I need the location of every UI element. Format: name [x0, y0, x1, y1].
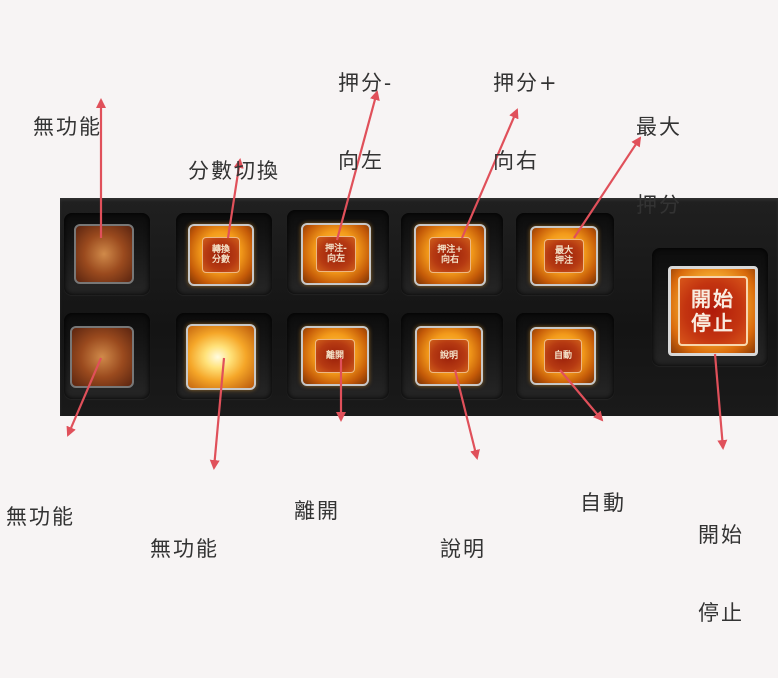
- max-bet-face: 最大 押注: [544, 238, 584, 274]
- arrow-bet-minus: [335, 90, 380, 241]
- max-bet-face-line2: 押注: [554, 256, 573, 266]
- arrow-score-switch: [226, 158, 244, 239]
- score-switch-face: 轉換 分數: [202, 237, 240, 273]
- callout-arrows: [66, 90, 728, 470]
- arrow-max-bet: [573, 136, 642, 239]
- label-auto-text: 自動: [580, 491, 626, 515]
- max-bet-button[interactable]: 最大 押注: [530, 226, 598, 286]
- auto-button[interactable]: 自動: [530, 327, 596, 385]
- label-bottom-second-text: 無功能: [150, 537, 219, 561]
- arrow-help: [453, 369, 480, 460]
- label-leave: 離開: [294, 446, 340, 576]
- label-bet-plus-line1: 押分+: [493, 71, 559, 95]
- max-bet-face-line1: 最大: [554, 246, 573, 256]
- bet-plus-right-button[interactable]: 押注+ 向右: [414, 224, 486, 286]
- label-bet-minus: 押分- 向左: [338, 18, 393, 226]
- leave-face: 離開: [315, 338, 355, 374]
- arrow-auto: [559, 369, 604, 422]
- start-stop-face: 開始 停止: [678, 276, 748, 346]
- label-start-stop-line1: 開始: [698, 523, 744, 547]
- label-bet-minus-line2: 向左: [338, 149, 384, 173]
- label-auto: 自動: [580, 438, 626, 568]
- bet-plus-face: 押注+ 向右: [429, 237, 471, 273]
- score-switch-face-line1: 轉換: [211, 245, 230, 255]
- label-start-stop-line2: 停止: [698, 601, 744, 625]
- label-bet-plus-line2: 向右: [493, 149, 539, 173]
- bet-minus-face-line1: 押注-: [325, 244, 347, 254]
- label-leave-text: 離開: [294, 499, 340, 523]
- help-face: 說明: [429, 338, 469, 374]
- label-score-switch-text: 分數切換: [188, 159, 280, 183]
- label-help-text: 說明: [440, 537, 486, 561]
- unused-button-bottom-left[interactable]: [70, 326, 134, 388]
- label-bottom-second: 無功能: [150, 484, 219, 614]
- help-face-label: 說明: [439, 351, 458, 361]
- arrow-bet-plus: [460, 108, 519, 239]
- arrow-bottom-second: [209, 357, 226, 470]
- label-bottom-far-left-text: 無功能: [6, 505, 75, 529]
- bet-minus-left-button[interactable]: 押注- 向左: [301, 223, 371, 285]
- label-bet-plus: 押分+ 向右: [493, 18, 559, 226]
- score-switch-button[interactable]: 轉換 分數: [188, 224, 254, 286]
- label-bet-minus-line1: 押分-: [338, 71, 394, 95]
- label-top-far-left: 無功能: [33, 62, 102, 192]
- label-top-far-left-text: 無功能: [33, 115, 102, 139]
- label-max-bet-line2: 押分: [636, 193, 682, 217]
- arrow-bottom-far-left: [66, 357, 103, 437]
- start-stop-button[interactable]: 開始 停止: [668, 266, 758, 356]
- start-stop-face-line2: 停止: [690, 310, 735, 335]
- auto-face-label: 自動: [553, 351, 572, 361]
- control-panel-diagram: 轉換 分數 押注- 向左 押注+ 向右 最大 押注 離開 說明: [6, 18, 778, 625]
- arrow-start-stop: [713, 353, 728, 450]
- label-bottom-far-left: 無功能: [6, 452, 75, 582]
- bet-minus-face: 押注- 向左: [315, 236, 357, 272]
- label-start-stop: 開始 停止: [698, 470, 744, 678]
- bet-plus-face-line1: 押注+: [437, 245, 463, 255]
- unused-button-top-left[interactable]: [74, 224, 134, 284]
- label-help: 說明: [440, 484, 486, 614]
- leave-button[interactable]: 離開: [301, 326, 369, 386]
- help-button[interactable]: 說明: [415, 326, 483, 386]
- label-score-switch: 分數切換: [188, 106, 280, 236]
- start-stop-face-line1: 開始: [690, 286, 735, 311]
- label-max-bet-line1: 最大: [636, 115, 682, 139]
- score-switch-face-line2: 分數: [211, 255, 230, 265]
- bet-plus-face-line2: 向右: [440, 255, 459, 265]
- label-max-bet: 最大 押分: [636, 62, 682, 270]
- leave-face-label: 離開: [325, 351, 344, 361]
- bet-minus-face-line2: 向左: [326, 254, 345, 264]
